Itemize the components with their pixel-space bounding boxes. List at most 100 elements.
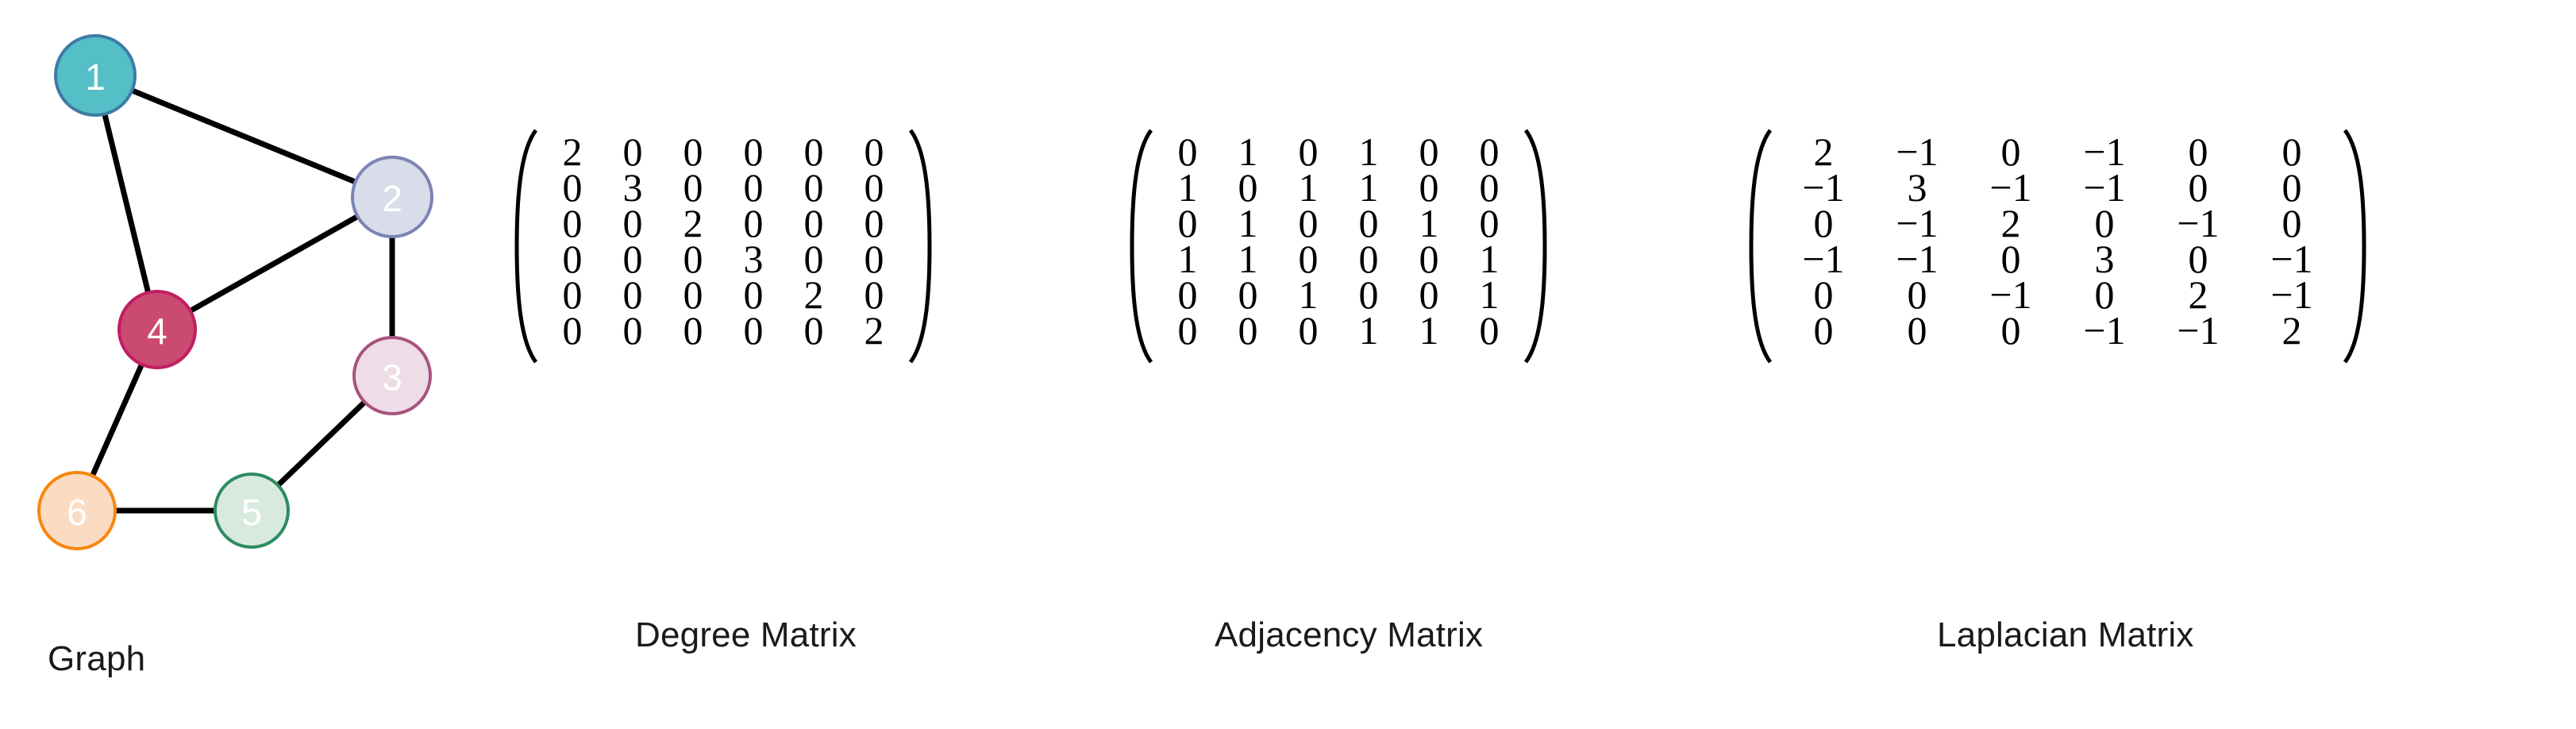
degree-cell-2-1: 0 <box>562 164 583 210</box>
degree-cell-5-5: 2 <box>803 272 824 317</box>
laplacian-cell-1-1: 2 <box>1813 129 1834 174</box>
caption-adjacency-matrix: Adjacency Matrix <box>1215 615 1484 654</box>
left-paren-degree <box>512 127 539 365</box>
laplacian-cell-2-4: −1 <box>2083 164 2126 210</box>
adjacency-cell-6-5: 1 <box>1419 307 1439 353</box>
laplacian-cell-6-5: −1 <box>2177 307 2220 353</box>
adjacency-cell-6-3: 0 <box>1298 307 1319 353</box>
graph-node-5[interactable]: 5 <box>214 472 290 549</box>
degree-cell-4-6: 0 <box>864 236 884 281</box>
degree-cell-1-5: 0 <box>803 129 824 174</box>
degree-cell-4-1: 0 <box>562 236 583 281</box>
degree-cell-6-2: 0 <box>622 307 643 353</box>
graph-edge-2-4 <box>187 213 360 314</box>
adjacency-cell-3-4: 0 <box>1358 200 1379 245</box>
degree-cell-1-3: 0 <box>683 129 703 174</box>
laplacian-cell-1-6: 0 <box>2281 129 2302 174</box>
laplacian-cell-4-5: 0 <box>2188 236 2208 281</box>
adjacency-cell-3-5: 1 <box>1419 200 1439 245</box>
degree-cell-4-2: 0 <box>622 236 643 281</box>
adjacency-cell-6-6: 0 <box>1479 307 1500 353</box>
left-paren-adjacency <box>1127 127 1154 365</box>
degree-cell-1-6: 0 <box>864 129 884 174</box>
graph-node-2[interactable]: 2 <box>351 156 433 238</box>
node-label-5: 5 <box>241 492 262 533</box>
degree-cell-2-5: 0 <box>803 164 824 210</box>
laplacian-cell-6-6: 2 <box>2281 307 2302 353</box>
laplacian-cell-2-5: 0 <box>2188 164 2208 210</box>
laplacian-cell-5-5: 2 <box>2188 272 2208 317</box>
caption-graph: Graph <box>48 639 146 678</box>
graph-node-1[interactable]: 1 <box>54 34 137 117</box>
degree-cell-6-5: 0 <box>803 307 824 353</box>
caption-degree-matrix: Degree Matrix <box>635 615 857 654</box>
adjacency-cell-1-3: 0 <box>1298 129 1319 174</box>
degree-cell-3-1: 0 <box>562 200 583 245</box>
right-paren-laplacian <box>2342 127 2369 365</box>
graph-node-6[interactable]: 6 <box>37 471 117 550</box>
adjacency-cell-6-2: 0 <box>1238 307 1258 353</box>
adjacency-cell-2-6: 0 <box>1479 164 1500 210</box>
laplacian-cell-4-3: 0 <box>2000 236 2021 281</box>
degree-cell-5-6: 0 <box>864 272 884 317</box>
laplacian-cell-3-2: −1 <box>1896 200 1939 245</box>
adjacency-cell-2-5: 0 <box>1419 164 1439 210</box>
laplacian-cell-2-6: 0 <box>2281 164 2302 210</box>
laplacian-cell-1-5: 0 <box>2188 129 2208 174</box>
adjacency-cell-2-4: 1 <box>1358 164 1379 210</box>
laplacian-cell-3-4: 0 <box>2094 200 2115 245</box>
degree-cell-6-3: 0 <box>683 307 703 353</box>
node-circle-1 <box>54 34 137 117</box>
degree-cell-3-4: 0 <box>743 200 764 245</box>
adjacency-cell-4-2: 1 <box>1238 236 1258 281</box>
laplacian-cell-4-4: 3 <box>2094 236 2115 281</box>
laplacian-cell-5-6: −1 <box>2270 272 2313 317</box>
adjacency-cell-3-1: 0 <box>1177 200 1198 245</box>
graph-edges <box>89 87 395 514</box>
graph-edge-1-2 <box>129 87 358 186</box>
degree-cell-4-4: 3 <box>743 236 764 281</box>
laplacian-cell-5-1: 0 <box>1813 272 1834 317</box>
adjacency-cell-5-5: 0 <box>1419 272 1439 317</box>
graph-node-3[interactable]: 3 <box>352 336 432 415</box>
degree-cell-2-6: 0 <box>864 164 884 210</box>
laplacian-cell-1-2: −1 <box>1896 129 1939 174</box>
degree-cell-1-1: 2 <box>562 129 583 174</box>
adjacency-cell-1-1: 0 <box>1177 129 1198 174</box>
degree-cell-2-2: 3 <box>622 164 643 210</box>
degree-cell-2-4: 0 <box>743 164 764 210</box>
laplacian-cell-3-6: 0 <box>2281 200 2302 245</box>
adjacency-cell-4-4: 0 <box>1358 236 1379 281</box>
adjacency-cell-2-1: 1 <box>1177 164 1198 210</box>
graph-panel: 1 2 3 4 5 6 Graph <box>0 0 492 729</box>
adjacency-cell-4-5: 0 <box>1419 236 1439 281</box>
laplacian-cell-6-1: 0 <box>1813 307 1834 353</box>
degree-cell-4-5: 0 <box>803 236 824 281</box>
degree-cell-5-4: 0 <box>743 272 764 317</box>
left-paren-laplacian <box>1746 127 1773 365</box>
adjacency-cell-2-2: 0 <box>1238 164 1258 210</box>
degree-cell-3-5: 0 <box>803 200 824 245</box>
laplacian-cell-5-3: −1 <box>1989 272 2032 317</box>
adjacency-cell-3-3: 0 <box>1298 200 1319 245</box>
graph-node-4[interactable]: 4 <box>117 290 197 369</box>
adjacency-cell-5-3: 1 <box>1298 272 1319 317</box>
degree-cell-5-1: 0 <box>562 272 583 317</box>
adjacency-cell-4-1: 1 <box>1177 236 1198 281</box>
degree-cell-3-2: 0 <box>622 200 643 245</box>
right-paren-adjacency <box>1523 127 1550 365</box>
adjacency-cell-4-3: 0 <box>1298 236 1319 281</box>
node-circle-3 <box>352 336 432 415</box>
adjacency-cell-1-5: 0 <box>1419 129 1439 174</box>
graph-nodes: 1 2 3 4 5 6 <box>37 34 433 550</box>
laplacian-cell-2-1: −1 <box>1802 164 1845 210</box>
degree-cell-4-3: 0 <box>683 236 703 281</box>
node-label-3: 3 <box>382 357 402 398</box>
degree-cell-1-4: 0 <box>743 129 764 174</box>
degree-cell-2-3: 0 <box>683 164 703 210</box>
degree-cell-1-2: 0 <box>622 129 643 174</box>
graph-edge-3-5 <box>275 399 368 489</box>
